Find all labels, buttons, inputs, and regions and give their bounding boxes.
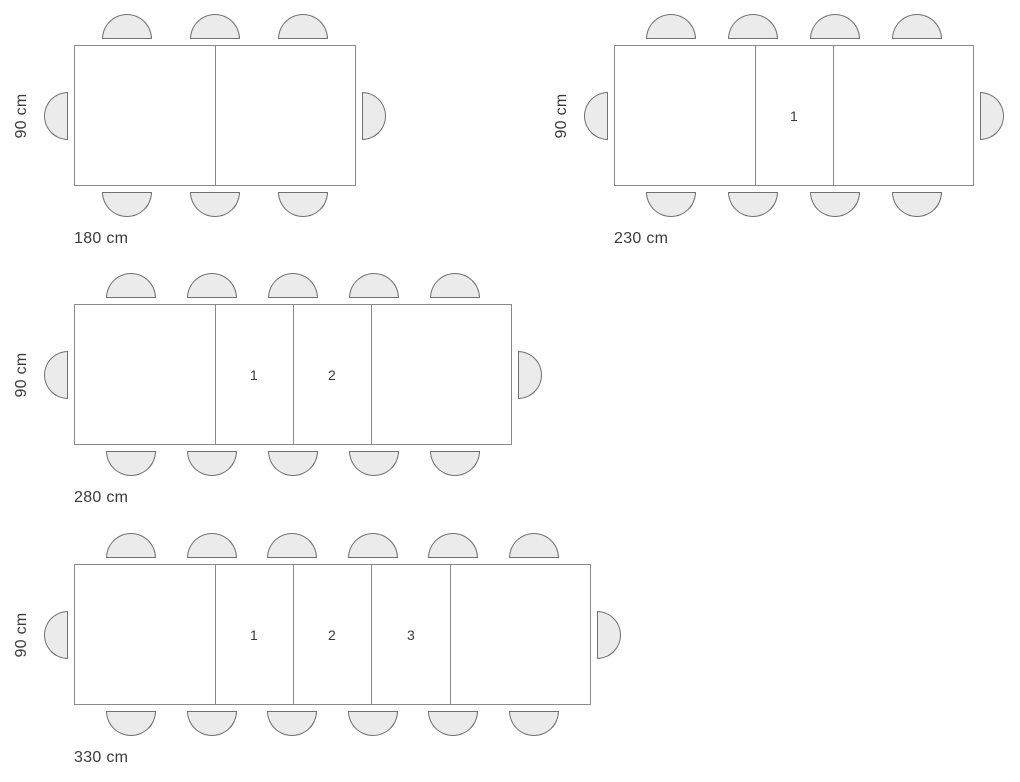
chair-bottom bbox=[106, 451, 156, 476]
chair-top bbox=[430, 273, 480, 298]
chair-top bbox=[106, 533, 156, 558]
chair-top bbox=[728, 14, 778, 39]
chair-top bbox=[190, 14, 240, 39]
chair-top bbox=[267, 533, 317, 558]
table-top-outline bbox=[74, 304, 512, 445]
leaf-divider bbox=[755, 45, 756, 186]
length-label: 330 cm bbox=[74, 749, 129, 766]
leaf-number: 1 bbox=[789, 108, 799, 124]
leaf-divider bbox=[833, 45, 834, 186]
chair-right bbox=[518, 351, 542, 399]
chair-bottom bbox=[102, 192, 152, 217]
leaf-divider bbox=[371, 304, 372, 445]
chair-top bbox=[428, 533, 478, 558]
leaf-divider bbox=[215, 304, 216, 445]
leaf-divider bbox=[293, 564, 294, 705]
width-label: 90 cm bbox=[13, 93, 30, 139]
chair-right bbox=[597, 611, 621, 659]
chair-bottom bbox=[646, 192, 696, 217]
chair-left bbox=[44, 92, 68, 140]
leaf-divider bbox=[371, 564, 372, 705]
table-top-outline bbox=[74, 45, 356, 186]
leaf-number: 1 bbox=[249, 627, 259, 643]
chair-top bbox=[509, 533, 559, 558]
chair-right bbox=[362, 92, 386, 140]
chair-bottom bbox=[810, 192, 860, 217]
chair-bottom bbox=[267, 711, 317, 736]
chair-top bbox=[278, 14, 328, 39]
chair-bottom bbox=[428, 711, 478, 736]
chair-right bbox=[980, 92, 1004, 140]
chair-bottom bbox=[187, 451, 237, 476]
chair-bottom bbox=[430, 451, 480, 476]
table-top-outline bbox=[614, 45, 974, 186]
chair-bottom bbox=[268, 451, 318, 476]
chair-top bbox=[106, 273, 156, 298]
chair-top bbox=[348, 533, 398, 558]
chair-top bbox=[187, 533, 237, 558]
leaf-divider bbox=[293, 304, 294, 445]
chair-left bbox=[584, 92, 608, 140]
chair-top bbox=[810, 14, 860, 39]
chair-top bbox=[187, 273, 237, 298]
chair-left bbox=[44, 351, 68, 399]
chair-left bbox=[44, 611, 68, 659]
leaf-divider bbox=[215, 564, 216, 705]
length-label: 230 cm bbox=[614, 230, 669, 247]
chair-bottom bbox=[892, 192, 942, 217]
leaf-number: 3 bbox=[406, 627, 416, 643]
chair-top bbox=[102, 14, 152, 39]
width-label: 90 cm bbox=[13, 612, 30, 658]
leaf-number: 2 bbox=[327, 367, 337, 383]
width-label: 90 cm bbox=[553, 93, 570, 139]
width-label: 90 cm bbox=[13, 352, 30, 398]
chair-bottom bbox=[349, 451, 399, 476]
chair-bottom bbox=[187, 711, 237, 736]
chair-bottom bbox=[278, 192, 328, 217]
chair-top bbox=[892, 14, 942, 39]
length-label: 280 cm bbox=[74, 489, 129, 506]
chair-bottom bbox=[348, 711, 398, 736]
chair-top bbox=[349, 273, 399, 298]
length-label: 180 cm bbox=[74, 230, 129, 247]
chair-top bbox=[646, 14, 696, 39]
chair-bottom bbox=[106, 711, 156, 736]
chair-bottom bbox=[509, 711, 559, 736]
table-top-outline bbox=[74, 564, 591, 705]
leaf-number: 2 bbox=[327, 627, 337, 643]
chair-bottom bbox=[728, 192, 778, 217]
leaf-number: 1 bbox=[249, 367, 259, 383]
leaf-divider bbox=[450, 564, 451, 705]
leaf-divider bbox=[215, 45, 216, 186]
chair-top bbox=[268, 273, 318, 298]
chair-bottom bbox=[190, 192, 240, 217]
